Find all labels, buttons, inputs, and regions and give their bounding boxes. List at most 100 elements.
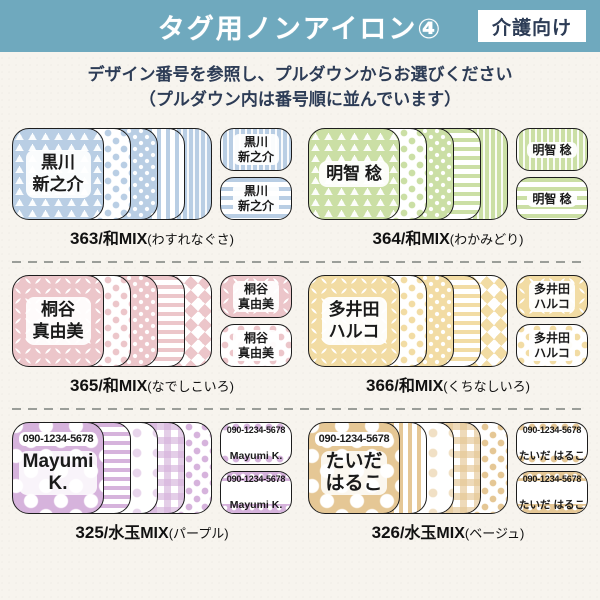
design-group-365: 桐谷 真由美 桐谷 真由美 桐谷 真由美 365/和MIX(なでしこいろ) — [12, 275, 292, 396]
mini-name-label: 090-1234-5678 Mayumi K. — [226, 472, 286, 513]
care-badge: 介護向け — [477, 10, 586, 42]
name-label: 明智 稔 — [319, 161, 389, 188]
design-group-325: 090-1234-5678 Mayumi K. 090-1234-5678 Ma… — [12, 422, 292, 543]
design-type: /和MIX — [98, 378, 148, 396]
design-color-name: (なでしこいろ) — [147, 379, 234, 395]
tag-row: 桐谷 真由美 桐谷 真由美 桐谷 真由美 — [12, 275, 292, 368]
design-row-2: 桐谷 真由美 桐谷 真由美 桐谷 真由美 365/和MIX(なでしこいろ) — [0, 275, 600, 396]
instructions: デザイン番号を参照し、プルダウンからお選びください （プルダウン内は番号順に並ん… — [0, 63, 600, 112]
design-group-366: 多井田 ハルコ 多井田 ハルコ 多井田 ハルコ 366/和MIX(くちなしいろ) — [308, 275, 588, 396]
main-tag: 桐谷 真由美 — [12, 275, 104, 368]
name-label: 桐谷 真由美 — [25, 297, 91, 346]
header-bar: タグ用ノンアイロン④ 介護向け — [0, 0, 600, 52]
design-group-364: 明智 稔 明智 稔 明智 稔 364/和MIX(わかみどり) — [308, 128, 588, 249]
tag-stack: 桐谷 真由美 — [12, 275, 212, 368]
mini-name-label: 多井田 ハルコ — [528, 330, 575, 362]
mini-phone: 090-1234-5678 — [522, 473, 582, 484]
phone-label: 090-1234-5678 — [314, 432, 394, 447]
dot-band — [517, 455, 587, 465]
design-caption: 364/和MIX(わかみどり) — [308, 225, 588, 249]
mini-name: Mayumi K. — [229, 499, 283, 512]
tag-row: 090-1234-5678 たいだ はるこ 090-1234-5678 たいだ … — [308, 422, 588, 515]
mini-tags: 明智 稔 明智 稔 — [516, 128, 588, 221]
design-row-1: 黒川 新之介 黒川 新之介 黒川 新之介 363/和MIX(わすれなぐさ) — [0, 128, 600, 249]
mini-tags: 090-1234-5678 たいだ はるこ 090-1234-5678 たいだ … — [516, 422, 588, 515]
design-number: 365 — [70, 376, 99, 396]
mini-name: たいだ はるこ — [519, 499, 585, 512]
design-caption: 365/和MIX(なでしこいろ) — [12, 372, 292, 396]
mini-tag-1: 多井田 ハルコ — [516, 275, 588, 319]
mini-name-label: 090-1234-5678 Mayumi K. — [226, 423, 286, 464]
mini-tag-2: 黒川 新之介 — [220, 177, 292, 221]
tag-row: 多井田 ハルコ 多井田 ハルコ 多井田 ハルコ — [308, 275, 588, 368]
mini-tag-1: 桐谷 真由美 — [220, 275, 292, 319]
mini-tags: 桐谷 真由美 桐谷 真由美 — [220, 275, 292, 368]
mini-tag-1: 090-1234-5678 たいだ はるこ — [516, 422, 588, 466]
dot-band — [221, 472, 291, 482]
name-label: Mayumi K. — [18, 451, 98, 495]
page-title: タグ用ノンアイロン④ — [157, 13, 443, 44]
tag-row: 明智 稔 明智 稔 明智 稔 — [308, 128, 588, 221]
mini-name-label: 多井田 ハルコ — [528, 281, 575, 313]
main-tag: 090-1234-5678 Mayumi K. — [12, 422, 104, 515]
design-color-name: (パープル) — [168, 526, 229, 542]
dashed-separator — [12, 261, 588, 264]
design-number: 325 — [75, 523, 104, 543]
mini-name-label: 090-1234-5678 たいだ はるこ — [519, 423, 585, 464]
dot-band — [221, 504, 291, 514]
mini-tag-1: 090-1234-5678 Mayumi K. — [220, 422, 292, 466]
instruction-line-1: デザイン番号を参照し、プルダウンからお選びください — [87, 65, 513, 84]
main-tag: 090-1234-5678 たいだ はるこ — [308, 422, 400, 515]
mini-name: Mayumi K. — [229, 450, 283, 463]
design-caption: 363/和MIX(わすれなぐさ) — [12, 225, 292, 249]
design-grid: 黒川 新之介 黒川 新之介 黒川 新之介 363/和MIX(わすれなぐさ) — [0, 128, 600, 543]
tag-stack: 多井田 ハルコ — [308, 275, 508, 368]
mini-tags: 多井田 ハルコ 多井田 ハルコ — [516, 275, 588, 368]
mini-phone: 090-1234-5678 — [226, 473, 286, 484]
design-color-name: (わかみどり) — [449, 232, 524, 248]
tag-stack: 090-1234-5678 たいだ はるこ — [308, 422, 508, 515]
mini-name-label: 明智 稔 — [527, 190, 577, 207]
instruction-line-2: （プルダウン内は番号順に並んでいます） — [138, 89, 462, 109]
tag-row: 黒川 新之介 黒川 新之介 黒川 新之介 — [12, 128, 292, 221]
main-tag: 黒川 新之介 — [12, 128, 104, 221]
mini-tag-2: 多井田 ハルコ — [516, 324, 588, 368]
design-number: 326 — [371, 523, 400, 543]
design-number: 364 — [372, 229, 401, 249]
mini-tags: 090-1234-5678 Mayumi K. 090-1234-5678 Ma… — [220, 422, 292, 515]
design-type: /和MIX — [98, 231, 148, 249]
design-number: 366 — [366, 376, 395, 396]
tag-stack: 黒川 新之介 — [12, 128, 212, 221]
dot-band — [517, 504, 587, 514]
design-type: /和MIX — [400, 231, 450, 249]
design-type: /和MIX — [394, 378, 444, 396]
mini-tag-2: 090-1234-5678 Mayumi K. — [220, 471, 292, 515]
name-label: 多井田 ハルコ — [321, 297, 387, 346]
dot-band — [221, 455, 291, 465]
mini-name-label: 桐谷 真由美 — [232, 281, 279, 313]
tag-stack: 明智 稔 — [308, 128, 508, 221]
main-tag: 多井田 ハルコ — [308, 275, 400, 368]
tag-stack: 090-1234-5678 Mayumi K. — [12, 422, 212, 515]
mini-tag-2: 090-1234-5678 たいだ はるこ — [516, 471, 588, 515]
tag-row: 090-1234-5678 Mayumi K. 090-1234-5678 Ma… — [12, 422, 292, 515]
phone-label: 090-1234-5678 — [18, 432, 98, 447]
mini-phone: 090-1234-5678 — [226, 424, 286, 435]
dashed-separator — [12, 408, 588, 411]
design-caption: 326/水玉MIX(ベージュ) — [308, 519, 588, 543]
mini-name-label: 090-1234-5678 たいだ はるこ — [519, 472, 585, 513]
mini-name-label: 明智 稔 — [527, 141, 577, 158]
name-label: たいだ はるこ — [321, 451, 387, 495]
mini-tag-1: 明智 稔 — [516, 128, 588, 172]
design-caption: 366/和MIX(くちなしいろ) — [308, 372, 588, 396]
design-type: /水玉MIX — [103, 525, 169, 543]
design-caption: 325/水玉MIX(パープル) — [12, 519, 292, 543]
mini-name-label: 桐谷 真由美 — [232, 330, 279, 362]
mini-phone: 090-1234-5678 — [522, 424, 582, 435]
mini-name: たいだ はるこ — [519, 450, 585, 463]
mini-tag-1: 黒川 新之介 — [220, 128, 292, 172]
dot-band — [221, 423, 291, 433]
mini-tags: 黒川 新之介 黒川 新之介 — [220, 128, 292, 221]
design-color-name: (くちなしいろ) — [443, 379, 530, 395]
design-number: 363 — [70, 229, 99, 249]
